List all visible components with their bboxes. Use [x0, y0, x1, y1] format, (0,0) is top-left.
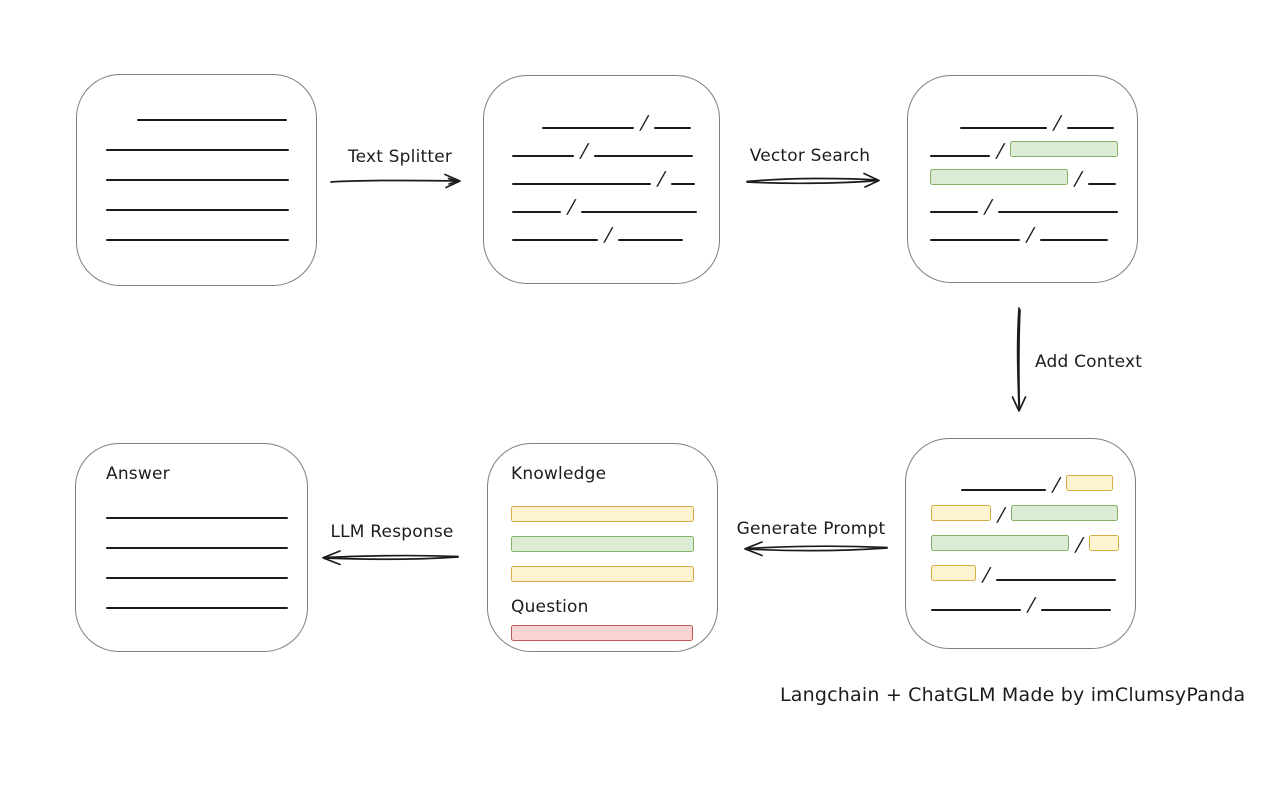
text-line	[106, 149, 289, 151]
text-line	[106, 547, 288, 549]
green-chunk-bar	[931, 535, 1069, 551]
yellow-chunk-bar	[931, 505, 991, 521]
text-line	[512, 239, 598, 241]
green-chunk-bar	[1010, 141, 1119, 157]
green-chunk-bar	[511, 536, 694, 552]
text-row	[511, 522, 717, 552]
text-line	[1067, 127, 1115, 129]
text-line	[931, 609, 1021, 611]
text-line	[106, 239, 289, 241]
text-line	[512, 155, 574, 157]
text-row	[106, 579, 307, 609]
green-chunk-bar	[1011, 505, 1119, 521]
knowledge-bars	[511, 492, 717, 582]
vector-matches-box: /////	[907, 75, 1138, 283]
diagram-caption: Langchain + ChatGLM Made by imClumsyPand…	[780, 684, 1246, 706]
text-row: /	[931, 551, 1135, 586]
answer-box: Answer	[75, 443, 308, 652]
text-line	[671, 183, 696, 185]
text-line	[542, 127, 634, 129]
text-row	[106, 211, 316, 241]
slash-separator: /	[1024, 224, 1037, 246]
text-line	[930, 155, 990, 157]
text-line	[106, 517, 288, 519]
text-line	[961, 489, 1046, 491]
generate-prompt-arrow	[744, 541, 888, 557]
green-chunk-bar	[930, 169, 1068, 185]
text-line	[1040, 239, 1109, 241]
knowledge-heading: Knowledge	[511, 464, 607, 484]
text-line	[581, 211, 698, 213]
add-context-label: Add Context	[1035, 352, 1143, 372]
text-line	[618, 239, 684, 241]
document-box	[76, 74, 317, 286]
text-row	[106, 519, 307, 549]
text-row	[511, 492, 717, 522]
text-row	[106, 151, 316, 181]
text-row	[106, 91, 316, 121]
yellow-chunk-bar	[1089, 535, 1120, 551]
text-row: /	[931, 581, 1135, 616]
text-row	[106, 549, 307, 579]
text-row: /	[512, 129, 719, 162]
text-row: /	[930, 101, 1137, 134]
text-row: /	[931, 461, 1135, 496]
text-line	[930, 239, 1020, 241]
text-row: /	[931, 491, 1135, 526]
text-row	[106, 181, 316, 211]
text-row: /	[930, 185, 1137, 218]
vector-search-arrow	[746, 172, 880, 188]
add-context-arrow	[1011, 307, 1027, 412]
answer-heading: Answer	[106, 464, 170, 484]
text-line	[998, 211, 1119, 213]
yellow-chunk-bar	[931, 565, 976, 581]
vector-search-label: Vector Search	[749, 146, 871, 166]
yellow-chunk-bar	[511, 506, 694, 522]
text-line	[106, 607, 288, 609]
text-line	[512, 183, 651, 185]
generate-prompt-label: Generate Prompt	[736, 519, 886, 539]
text-row	[511, 617, 717, 641]
text-line	[512, 211, 561, 213]
red-chunk-bar	[511, 625, 693, 641]
context-box: /////	[905, 438, 1136, 649]
text-splitter-label: Text Splitter	[347, 147, 453, 167]
text-splitter-arrow	[330, 173, 461, 189]
chunks-box: /////	[483, 75, 720, 284]
llm-response-arrow	[322, 550, 459, 566]
text-line	[960, 127, 1047, 129]
text-row	[106, 121, 316, 151]
text-line	[930, 211, 978, 213]
text-row: /	[930, 157, 1137, 190]
question-heading: Question	[511, 597, 589, 617]
text-line	[594, 155, 694, 157]
text-line	[654, 127, 692, 129]
text-row: /	[512, 185, 719, 218]
text-line	[106, 179, 289, 181]
text-row: /	[512, 101, 719, 134]
text-line	[106, 577, 288, 579]
llm-response-label: LLM Response	[330, 522, 454, 542]
text-line	[1041, 609, 1112, 611]
text-row: /	[512, 213, 719, 246]
prompt-box: Knowledge Question	[487, 443, 718, 652]
text-row: /	[931, 521, 1135, 556]
yellow-chunk-bar	[1066, 475, 1114, 491]
text-line	[106, 209, 289, 211]
text-row: /	[930, 213, 1137, 246]
yellow-chunk-bar	[511, 566, 694, 582]
text-line	[137, 119, 287, 121]
answer-lines	[106, 489, 307, 609]
text-line	[1088, 183, 1117, 185]
text-row: /	[512, 157, 719, 190]
text-row	[106, 489, 307, 519]
text-line	[996, 579, 1117, 581]
text-row	[511, 552, 717, 582]
slash-separator: /	[1025, 594, 1038, 616]
text-row: /	[930, 129, 1137, 162]
slash-separator: /	[602, 224, 615, 246]
question-bars	[511, 617, 717, 641]
